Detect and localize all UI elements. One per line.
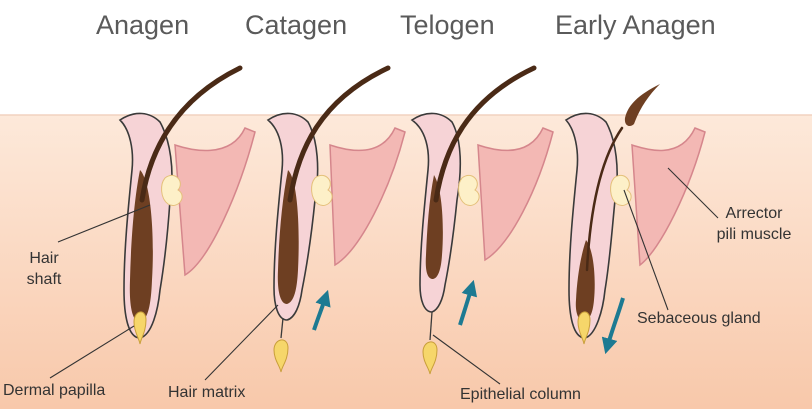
papilla-telogen	[422, 341, 438, 375]
leader-dermal-papilla	[49, 325, 135, 379]
leader-lines	[49, 167, 719, 385]
papilla-anagen	[133, 311, 147, 345]
new-hair-bulb-early-anagen	[575, 240, 595, 321]
shedding-hair-early-anagen	[624, 84, 660, 126]
label-sebaceous-gland: Sebaceous gland	[637, 310, 761, 327]
hair-club-telogen	[425, 175, 443, 279]
label-dermal-papilla: Dermal papilla	[3, 382, 106, 399]
hair-shaft-catagen	[287, 65, 391, 203]
label-hair-shaft-line2: shaft	[26, 271, 62, 288]
gland-early-anagen	[610, 174, 632, 206]
new-hair-shaft-early-anagen	[585, 126, 624, 272]
leader-sebaceous	[623, 189, 669, 311]
label-hair-shaft-line1: Hair	[29, 250, 59, 267]
leader-hair-matrix	[204, 304, 279, 381]
gland-anagen	[161, 174, 183, 206]
column-telogen	[429, 311, 433, 341]
muscle-telogen	[477, 127, 554, 262]
up-arrow-catagen	[312, 289, 331, 331]
stage-title-anagen: Anagen	[96, 10, 190, 40]
hair-shaft-telogen	[433, 65, 537, 203]
gland-telogen	[458, 174, 480, 206]
hair-shaft-anagen	[139, 65, 243, 203]
hair-bulb-anagen	[129, 170, 153, 322]
muscle-anagen	[174, 127, 256, 277]
hair-bulb-catagen	[277, 170, 299, 304]
column-catagen	[280, 317, 284, 339]
follicle-telogen	[410, 65, 554, 375]
follicle-catagen	[266, 65, 406, 373]
papilla-catagen	[273, 339, 289, 373]
label-hair-shaft: Hair shaft	[16, 248, 72, 290]
leader-epithelial-column	[432, 334, 501, 385]
label-arrector-line2: pili muscle	[716, 226, 792, 243]
muscle-early-anagen	[631, 127, 706, 267]
label-epithelial-column: Epithelial column	[460, 386, 581, 403]
stage-title-early-anagen: Early Anagen	[555, 10, 716, 40]
label-arrector-pili-muscle: Arrector pili muscle	[700, 203, 808, 245]
follicle-early-anagen	[564, 84, 706, 355]
down-arrow-early-anagen	[601, 297, 625, 355]
leader-hair-shaft	[57, 204, 151, 243]
gland-catagen	[311, 174, 333, 206]
follicle-anagen	[118, 65, 256, 345]
stage-title-telogen: Telogen	[400, 10, 495, 40]
muscle-catagen	[329, 127, 406, 267]
papilla-early-anagen	[577, 311, 591, 345]
up-arrow-telogen	[458, 279, 478, 326]
label-arrector-line1: Arrector	[725, 205, 783, 222]
stage-title-catagen: Catagen	[245, 10, 348, 40]
leader-arrector	[667, 167, 719, 219]
label-hair-matrix: Hair matrix	[168, 384, 246, 401]
